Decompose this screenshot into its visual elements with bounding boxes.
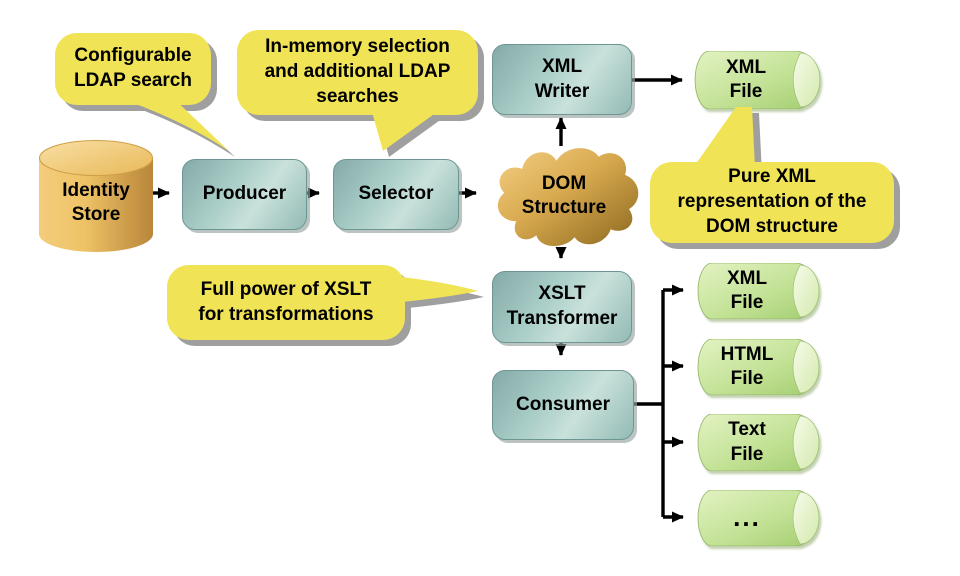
callout-xslt-power: Full power of XSLT for transformations (167, 265, 405, 340)
consumer-node: Consumer (492, 370, 634, 440)
selector-node: Selector (333, 159, 459, 230)
cloud-icon (497, 148, 639, 247)
xml-file-out-label: XML File (726, 267, 768, 313)
xml-writer-node: XML Writer (492, 44, 632, 115)
database-cylinder-icon (39, 140, 153, 252)
xslt-transformer-node: XSLT Transformer (492, 271, 632, 343)
dom-structure-label: DOM Structure (521, 172, 607, 218)
file-scroll-icon (697, 414, 820, 471)
callout-tail-pure-xml (693, 107, 755, 168)
html-file-node: HTML File (696, 339, 820, 395)
file-scroll-icon (697, 339, 820, 395)
other-file-label: ... (733, 502, 761, 533)
other-file-node: ... (696, 490, 820, 546)
file-scroll-icon (697, 490, 820, 546)
tail-shadow-in-memory (378, 118, 443, 157)
text-file-node: Text File (696, 414, 820, 471)
callout-tail-xslt-power (402, 277, 478, 302)
callout-in-memory: In-memory selection and additional LDAP … (237, 30, 478, 115)
text-file-label: Text File (728, 419, 766, 465)
tail-shadow-xslt-power (408, 283, 484, 308)
callout-configurable-ldap: Configurable LDAP search (55, 33, 211, 105)
callout-pure-xml: Pure XML representation of the DOM struc… (650, 162, 894, 243)
file-scroll-icon (694, 51, 821, 109)
xml-file-out-node: XML File (696, 263, 820, 319)
producer-node: Producer (182, 159, 307, 230)
file-scroll-icon (697, 263, 820, 319)
callout-tail-in-memory (372, 112, 437, 151)
xml-file-top-label: XML File (725, 56, 767, 102)
identity-store-node: Identity Store (39, 140, 153, 252)
dom-structure-node: DOM Structure (486, 136, 642, 256)
identity-store-label: Identity Store (62, 179, 130, 225)
html-file-label: HTML File (720, 343, 774, 389)
xml-file-top-node: XML File (693, 51, 821, 109)
